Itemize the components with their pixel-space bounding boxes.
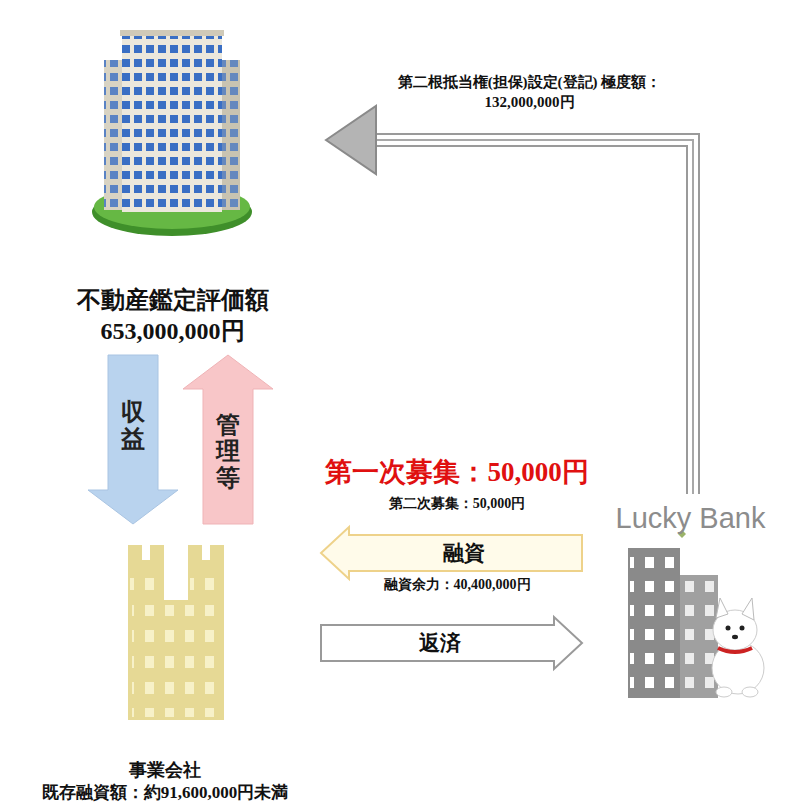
block-arrow xyxy=(321,617,582,669)
headline-note: 第一次募集：50,000円 xyxy=(325,454,588,490)
arrow-head xyxy=(326,106,376,174)
company-node: 事業会社既存融資額：約91,600,000円未満 xyxy=(15,532,315,804)
node-value: 既存融資額：約91,600,000円未満 xyxy=(42,782,289,804)
block-arrow xyxy=(183,355,273,524)
property-node: 不動産鑑定評価額653,000,000円 xyxy=(25,22,320,347)
node-title: Lucky Bank xyxy=(616,500,766,538)
node-title: 事業会社 xyxy=(129,759,201,782)
flow-arrow xyxy=(183,355,273,524)
arrow-label: 返済 xyxy=(419,629,461,657)
node-title: 不動産鑑定評価額 xyxy=(77,285,269,316)
line-outer xyxy=(374,140,693,494)
company-illustration xyxy=(128,545,224,720)
arrow-label: 融資 xyxy=(443,539,485,567)
arrow-label: 第二根抵当権(担保)設定(登記) 極度額：132,000,000円 xyxy=(380,72,680,113)
bank-illustration xyxy=(628,530,764,698)
arrow-label: 管理等 xyxy=(216,412,240,491)
flow-arrow xyxy=(321,527,582,579)
flow-arrow xyxy=(326,106,693,494)
flow-arrow xyxy=(321,617,582,669)
node-value: 653,000,000円 xyxy=(101,316,245,347)
line-inner xyxy=(374,140,693,494)
note: 第二次募集：50,000円 xyxy=(389,495,526,513)
block-arrow xyxy=(321,527,582,579)
tower-illustration xyxy=(92,30,252,236)
line-core xyxy=(374,140,693,494)
note: 融資余力：40,400,000円 xyxy=(384,576,531,594)
flow-arrow xyxy=(88,355,178,524)
bank-node: Lucky Bank xyxy=(588,500,793,705)
dog-mascot xyxy=(712,598,764,697)
block-arrow xyxy=(88,355,178,524)
arrow-label: 収益 xyxy=(121,399,145,452)
